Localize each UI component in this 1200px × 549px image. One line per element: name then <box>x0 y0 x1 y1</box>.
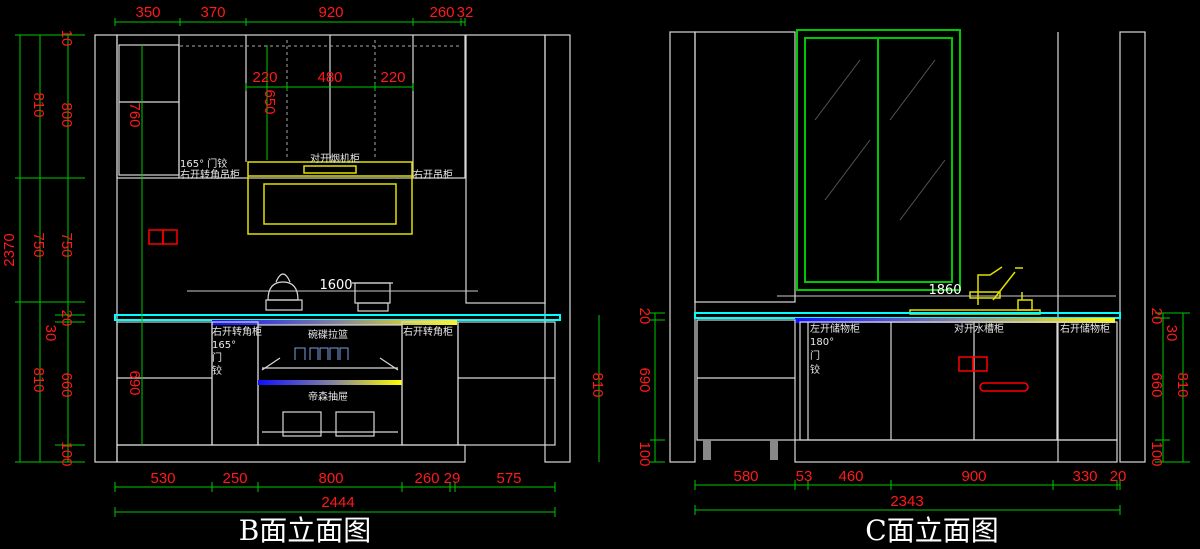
c-countertop <box>694 312 1121 319</box>
b-left-wall <box>94 34 118 463</box>
b-led-strip <box>212 320 457 325</box>
c-label-hinge-1: 门 <box>810 349 820 362</box>
c-dim-left-1: 690 <box>636 367 653 392</box>
b-dim-inner-2: 750 <box>58 232 75 257</box>
b-pot-icon <box>352 282 393 312</box>
c-dim-right-3: 100 <box>1148 441 1165 466</box>
b-label-base-corner-right: 右开转角柜 <box>403 325 453 338</box>
b-wall-cabinets <box>116 34 466 179</box>
b-label-wall-right: 右开吊柜 <box>413 168 453 181</box>
b-dim-bottom-2: 800 <box>318 470 343 487</box>
b-kettle-icon <box>265 273 303 311</box>
b-dim-inner-5: 660 <box>58 372 75 397</box>
c-faucet-icon <box>969 266 1023 305</box>
c-dim-right-2: 660 <box>1148 372 1165 397</box>
b-countertop <box>114 314 561 321</box>
b-dim-top-1: 370 <box>200 4 225 21</box>
c-dim-right-1: 30 <box>1163 325 1180 342</box>
b-dim-mid-2: 810 <box>30 367 47 392</box>
c-dim-bottom-0: 580 <box>733 468 758 485</box>
b-dim-top-2: 920 <box>318 4 343 21</box>
b-label-hood-cabinet: 对开烟机柜 <box>310 152 360 165</box>
b-dim-total-height: 2370 <box>1 233 18 266</box>
b-label-wall-corner: 右开转角吊柜 <box>180 168 240 181</box>
c-dim-right-0: 20 <box>1148 308 1165 325</box>
b-dim-hood-2: 220 <box>380 69 405 86</box>
b-dim-bottom-5: 575 <box>496 470 521 487</box>
c-dim-left-0: 20 <box>636 308 653 325</box>
c-label-left-storage: 左开储物柜 <box>810 322 860 335</box>
b-label-hinge-2: 铰 <box>212 364 222 377</box>
b-dim-right: 810 <box>589 372 606 397</box>
b-socket-icon <box>148 229 178 245</box>
c-elevation: 1860 左开储物柜 180° 门 铰 对开水槽柜 右开储物柜 20 690 1… <box>636 29 1191 547</box>
c-socket-icon <box>958 356 988 372</box>
b-dim-inner-0: 10 <box>58 30 75 47</box>
c-base-cabinets <box>696 319 1118 463</box>
c-window <box>796 29 961 291</box>
c-handle-icon <box>979 382 1029 392</box>
c-dim-bottom-2: 460 <box>838 468 863 485</box>
b-label-base-corner-left: 右开转角柜 <box>212 325 262 338</box>
c-counter-length: 1860 <box>928 283 961 298</box>
c-label-hinge-angle: 180° <box>810 337 834 348</box>
c-label-right-storage: 右开储物柜 <box>1060 322 1110 335</box>
b-elevation: 1600 165° 门铰 右开转角吊柜 对开烟机柜 右开吊柜 右开转角柜 165… <box>1 4 606 547</box>
b-dim-inner-6: 100 <box>58 441 75 466</box>
c-left-wall <box>669 31 696 463</box>
c-dim-right-outer: 810 <box>1174 372 1191 397</box>
c-soap-dispenser-icon <box>1017 292 1033 311</box>
b-dim-inner-1: 800 <box>58 102 75 127</box>
b-dim-corner-height: 760 <box>126 102 143 127</box>
c-led-strip <box>795 318 1115 323</box>
c-right-wall <box>1119 31 1146 463</box>
c-title: C面立面图 <box>865 514 998 547</box>
c-dim-bottom-5: 20 <box>1110 468 1127 485</box>
b-dim-mid-0: 810 <box>30 92 47 117</box>
b-base-cabinets <box>116 321 556 463</box>
c-label-sink-cabinet: 对开水槽柜 <box>954 322 1004 335</box>
b-dim-top-4: 32 <box>457 4 474 21</box>
b-brick-wall <box>465 34 546 304</box>
c-brick-wall <box>694 31 796 303</box>
b-dim-inner-4: 30 <box>42 325 59 342</box>
c-dim-bottom-3: 900 <box>961 468 986 485</box>
b-range-hood <box>247 161 413 235</box>
b-dim-top-3: 260 <box>429 4 454 21</box>
b-dim-inner-3: 20 <box>58 310 75 327</box>
c-label-hinge-2: 铰 <box>810 363 820 376</box>
b-dim-total-width: 2444 <box>321 494 354 511</box>
b-dim-mid-1: 750 <box>30 232 47 257</box>
b-dim-bottom-4: 29 <box>444 470 461 487</box>
b-label-dish-basket: 碗碟拉篮 <box>308 328 348 341</box>
b-label-drawer: 帝森抽屉 <box>308 390 348 403</box>
b-label-hinge-1: 门 <box>212 351 222 364</box>
b-label-hinge-angle: 165° <box>212 340 236 351</box>
c-dim-bottom-4: 330 <box>1072 468 1097 485</box>
b-dim-hood-1: 480 <box>317 69 342 86</box>
b-right-wall <box>544 34 571 463</box>
b-label-wall-corner-hinge: 165° 门铰 <box>180 157 227 170</box>
b-dim-top-0: 350 <box>135 4 160 21</box>
b-dim-bottom-3: 260 <box>414 470 439 487</box>
b-counter-length: 1600 <box>319 278 352 293</box>
c-dim-bottom-1: 53 <box>796 468 813 485</box>
c-dimension-lines <box>650 312 1190 515</box>
b-dimension-lines <box>15 18 600 517</box>
b-dim-bottom-1: 250 <box>222 470 247 487</box>
b-dim-hood-0: 220 <box>252 69 277 86</box>
b-dim-hood-height: 650 <box>261 89 278 114</box>
c-dim-left-2: 100 <box>636 441 653 466</box>
b-dim-base-inner: 690 <box>126 370 143 395</box>
b-dim-bottom-0: 530 <box>150 470 175 487</box>
c-dim-total-width: 2343 <box>890 493 923 510</box>
b-title: B面立面图 <box>239 514 372 547</box>
